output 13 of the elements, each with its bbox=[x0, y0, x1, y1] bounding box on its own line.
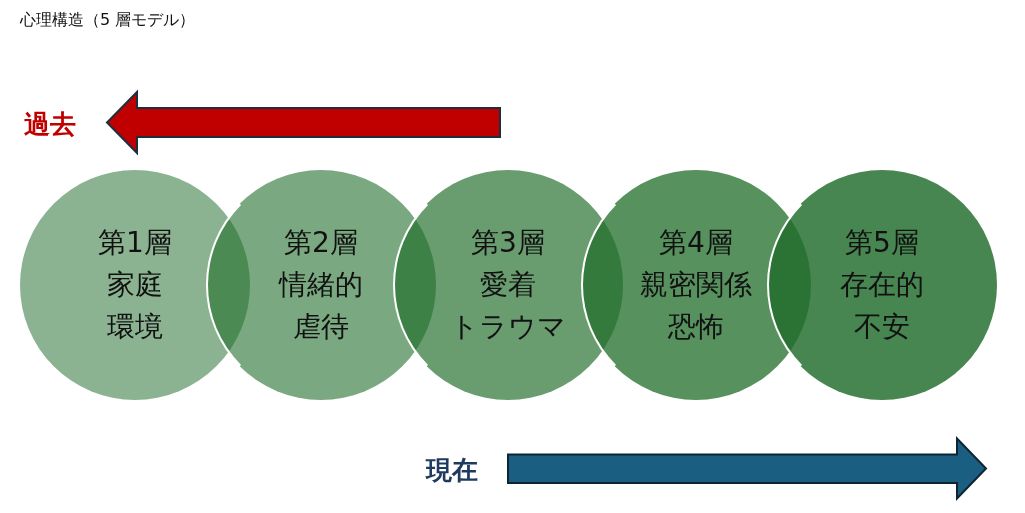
layer-number: 第2層 bbox=[284, 225, 358, 261]
layer-number: 第4層 bbox=[659, 225, 733, 261]
diagram-title: 心理構造（5 層モデル） bbox=[20, 10, 196, 31]
layer-label: 情緒的虐待 bbox=[279, 267, 363, 345]
layer-label: 親密関係恐怖 bbox=[640, 267, 752, 345]
layer-number: 第1層 bbox=[98, 225, 172, 261]
layer-label: 家庭環境 bbox=[107, 267, 163, 345]
layer-label: 愛着トラウマ bbox=[450, 267, 566, 345]
layer-number: 第3層 bbox=[471, 225, 545, 261]
layer-number: 第5層 bbox=[845, 225, 919, 261]
time-label: 過去 bbox=[24, 108, 76, 140]
time-label: 現在 bbox=[426, 454, 478, 486]
layer-label: 存在的不安 bbox=[840, 267, 924, 345]
